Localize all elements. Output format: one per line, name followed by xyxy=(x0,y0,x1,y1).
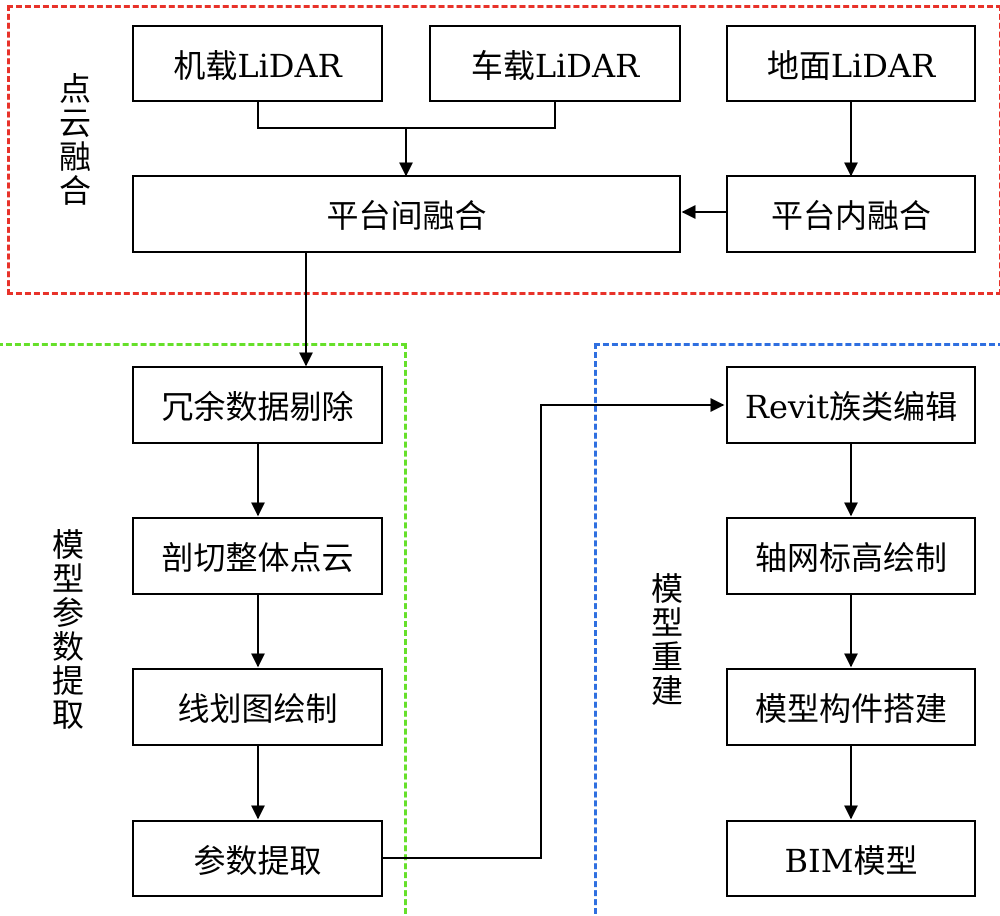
model-rebuild-region xyxy=(594,343,1000,916)
line-drawing-node: 线划图绘制 xyxy=(132,668,383,746)
model-rebuild-label: 模型重建 xyxy=(646,572,684,708)
bim-model-node: BIM模型 xyxy=(726,820,976,897)
point-cloud-fusion-label: 点云融合 xyxy=(54,72,92,208)
redundant-removal-node: 冗余数据剔除 xyxy=(132,366,383,444)
airborne-lidar-node: 机载LiDAR xyxy=(132,25,383,102)
airborne-vehicle-merge-connector xyxy=(257,101,556,129)
cut-point-cloud-node: 剖切整体点云 xyxy=(132,517,383,595)
vehicle-lidar-node: 车载LiDAR xyxy=(429,25,681,102)
parameter-extraction-label: 模型参数提取 xyxy=(47,528,85,732)
intra-platform-fusion-node: 平台内融合 xyxy=(726,175,976,253)
revit-family-edit-node: Revit族类编辑 xyxy=(726,366,976,444)
ground-lidar-node: 地面LiDAR xyxy=(726,25,976,102)
axis-grid-elevation-node: 轴网标高绘制 xyxy=(726,517,976,595)
param-to-revit-connector xyxy=(381,398,725,859)
component-build-node: 模型构件搭建 xyxy=(726,668,976,746)
inter-platform-fusion-node: 平台间融合 xyxy=(132,175,681,253)
param-extraction-node: 参数提取 xyxy=(132,820,383,897)
parameter-extraction-region xyxy=(0,343,407,916)
